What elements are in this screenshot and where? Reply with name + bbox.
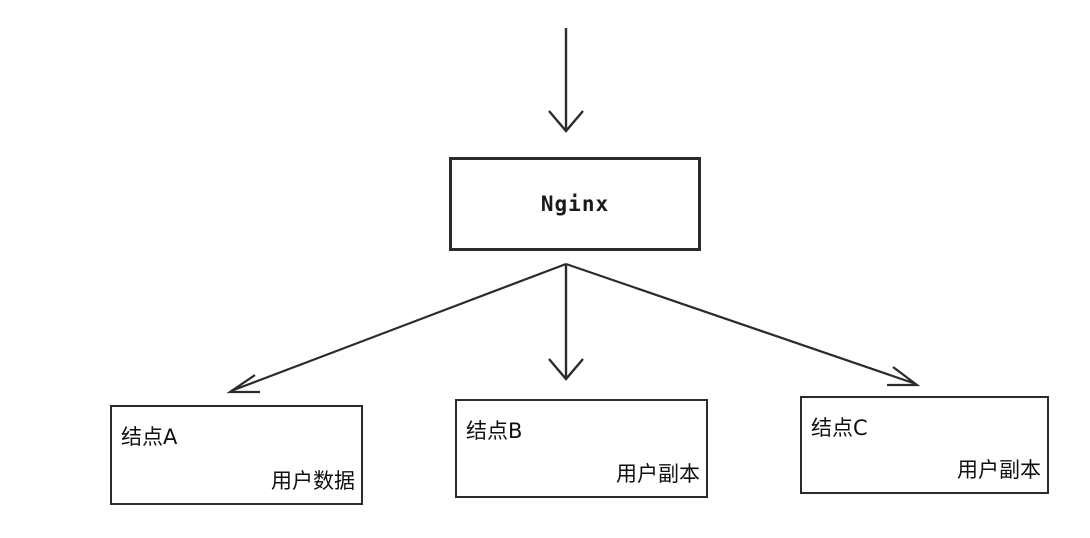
node-c-subtitle: 用户副本 xyxy=(957,458,1041,482)
node-a-subtitle: 用户数据 xyxy=(271,469,355,493)
node-box-c[interactable]: 结点C 用户副本 xyxy=(800,396,1049,494)
node-a-content: 结点A 用户数据 xyxy=(112,407,361,503)
node-c-content: 结点C 用户副本 xyxy=(802,398,1047,492)
node-box-a[interactable]: 结点A 用户数据 xyxy=(110,405,363,505)
node-b-title: 结点B xyxy=(466,419,523,443)
node-b-content: 结点B 用户副本 xyxy=(457,401,706,496)
inbound-arrow xyxy=(548,28,584,133)
gateway-box-nginx[interactable]: Nginx xyxy=(449,157,701,251)
node-box-b[interactable]: 结点B 用户副本 xyxy=(455,399,708,498)
gateway-to-node-c-arrow xyxy=(565,262,921,387)
gateway-label: Nginx xyxy=(540,192,610,216)
gateway-to-node-a-arrow xyxy=(226,262,567,394)
node-c-title: 结点C xyxy=(811,416,868,440)
gateway-to-node-b-arrow xyxy=(548,264,584,381)
node-a-title: 结点A xyxy=(121,425,178,449)
node-b-subtitle: 用户副本 xyxy=(616,462,700,486)
